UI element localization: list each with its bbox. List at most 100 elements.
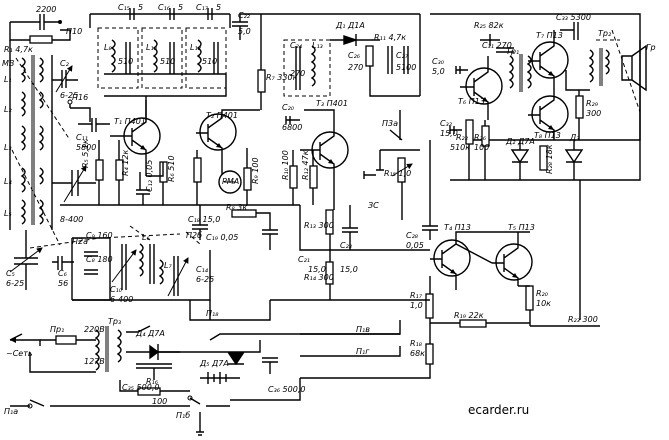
label-c21v: 15,0 xyxy=(308,265,326,274)
label-c27: C₂₇ xyxy=(396,51,409,60)
label-r15: R₁₅ 1,0 xyxy=(384,169,411,178)
transistor-t7 xyxy=(531,41,569,79)
label-r20v: 10к xyxy=(536,299,551,308)
label-c24v: 270 xyxy=(290,69,305,78)
label-r18: R₁₈ xyxy=(410,339,423,348)
label-c11: C₁₁ xyxy=(76,133,88,142)
if-filters xyxy=(89,8,231,120)
label-r11: R₁₁ 4,7к xyxy=(374,33,406,42)
label-l13: L₁₃ xyxy=(312,41,323,50)
label-l3: L₃ xyxy=(4,143,12,152)
label-d5: Д₅ Д7А xyxy=(199,359,229,368)
stage-t3-detector xyxy=(232,13,430,300)
label-pr1: Пр₁ xyxy=(50,325,64,334)
label-t4: T₄ П13 xyxy=(444,223,471,232)
label-c35: C₃₅ 500,0 xyxy=(122,383,159,392)
label-r22: R₂₂ xyxy=(456,133,469,142)
label-t6: T₆ П13 xyxy=(458,97,485,106)
label-c26v: 270 xyxy=(348,63,363,72)
label-c8: C₈ 180 xyxy=(86,255,113,264)
label-c30: C₃₀ xyxy=(432,57,445,66)
label-c26: C₂₆ xyxy=(348,51,361,60)
label-t1: T₁ П401 xyxy=(114,117,146,126)
label-c2v: 6-25 xyxy=(60,91,78,100)
label-d3: Д₃ xyxy=(569,133,579,142)
label-c21: C₂₁ xyxy=(298,255,310,264)
label-c18: C₁₈ 15,0 xyxy=(188,215,220,224)
label-r9: R₉ 100 xyxy=(251,157,260,184)
label-p2a: П2а xyxy=(72,237,88,246)
label-p16: П16 xyxy=(72,93,88,102)
power-supply xyxy=(9,299,430,436)
audio-output-stage xyxy=(430,13,647,181)
label-r25: R₂₅ 82к xyxy=(474,21,504,30)
label-c30v: 5,0 xyxy=(432,67,445,76)
label-r8: R₈ 3к xyxy=(226,203,247,212)
label-l10: L₁₀ xyxy=(146,43,158,52)
label-c15: C₁₅ xyxy=(118,3,130,12)
label-d4: Д₄ Д7А xyxy=(135,329,165,338)
label-r13: R₁₃ 300 xyxy=(304,221,334,230)
label-c28v: 0,05 xyxy=(406,241,424,250)
label-r28: R₂₈ 18к xyxy=(545,144,554,174)
label-t3: T₃ П401 xyxy=(316,99,348,108)
label-r20: R₂₀ xyxy=(536,289,549,298)
label-gr: Гр xyxy=(646,43,656,52)
label-p3a: П3а xyxy=(382,119,398,128)
label-mv: MB xyxy=(2,59,14,68)
label-l8: L₈ xyxy=(104,43,112,52)
label-r17v: 1,0 xyxy=(410,301,423,310)
label-five2: 5 xyxy=(178,3,183,12)
label-r19: R₁₉ 22к xyxy=(454,311,484,320)
label-r23: R₂₃ 300 xyxy=(568,315,598,324)
label-p1g: П₁г xyxy=(356,347,370,356)
label-c12: C₁₂ 0,05 xyxy=(145,160,154,192)
label-r17: R₁₇ xyxy=(410,291,423,300)
label-r1: R₁ 4,7к xyxy=(4,45,33,54)
label-t5: T₅ П13 xyxy=(508,223,535,232)
label-l6: L₆ xyxy=(142,233,150,242)
label-c33: C₃₃ 5300 xyxy=(556,13,591,22)
label-r26: R₂₆ xyxy=(474,133,487,142)
label-c9: C₉ 160 xyxy=(86,231,113,240)
label-c19: C₁₉ 0,05 xyxy=(206,233,238,242)
label-t7: T₇ П13 xyxy=(536,31,563,40)
label-c32v: 15,0 xyxy=(440,129,458,138)
label-c6v: 56 xyxy=(58,279,68,288)
label-r10: R₁₀ 100 xyxy=(281,150,290,180)
label-c28: C₂₈ xyxy=(406,231,419,240)
label-l7: L₇ xyxy=(164,261,172,270)
label-c6: C₆ xyxy=(58,269,68,278)
label-r18v: 68к xyxy=(410,349,425,358)
label-r29v: 300 xyxy=(586,109,601,118)
watermark: ecarder.ru xyxy=(468,403,529,417)
transistor-t5 xyxy=(495,243,533,281)
label-c2200: 2200 xyxy=(36,5,56,14)
label-tr3: Тр₃ xyxy=(108,317,121,326)
label-r29: R₂₉ xyxy=(586,99,599,108)
stage-t2 xyxy=(192,14,300,250)
transistor-t4 xyxy=(433,239,471,277)
label-l10v: 510 xyxy=(160,57,175,66)
component-labels: 2200 П10 R₁ 4,7к MB C₂ 6-25 L₁ L₂ L₃ L₄ … xyxy=(2,3,656,420)
label-r7: R₇ 330к xyxy=(266,73,298,82)
tuning-meter xyxy=(218,170,242,194)
label-d2: Д₂ Д7А xyxy=(505,137,535,146)
label-p1b: П₁б xyxy=(176,411,190,420)
label-tr2: Tр₂ xyxy=(598,29,612,38)
label-c14: C₁₄ xyxy=(196,265,209,274)
label-c22: C₂₂ xyxy=(238,11,251,20)
label-p2b: П2б xyxy=(186,231,202,240)
input-section xyxy=(9,14,110,290)
label-p18: П₁₈ xyxy=(206,309,219,318)
label-c14v: 6-25 xyxy=(196,275,214,284)
label-r22v: 510к xyxy=(450,143,470,152)
label-c10v: 6-400 xyxy=(110,295,133,304)
label-l5: L₅ xyxy=(4,209,12,218)
volume-section xyxy=(363,110,420,220)
label-c36: C₃₆ 500,0 xyxy=(268,385,305,394)
label-tr1: Tр₁ xyxy=(506,47,519,56)
label-c2: C₂ xyxy=(60,59,70,68)
label-c23: C₂₃ xyxy=(340,241,352,250)
